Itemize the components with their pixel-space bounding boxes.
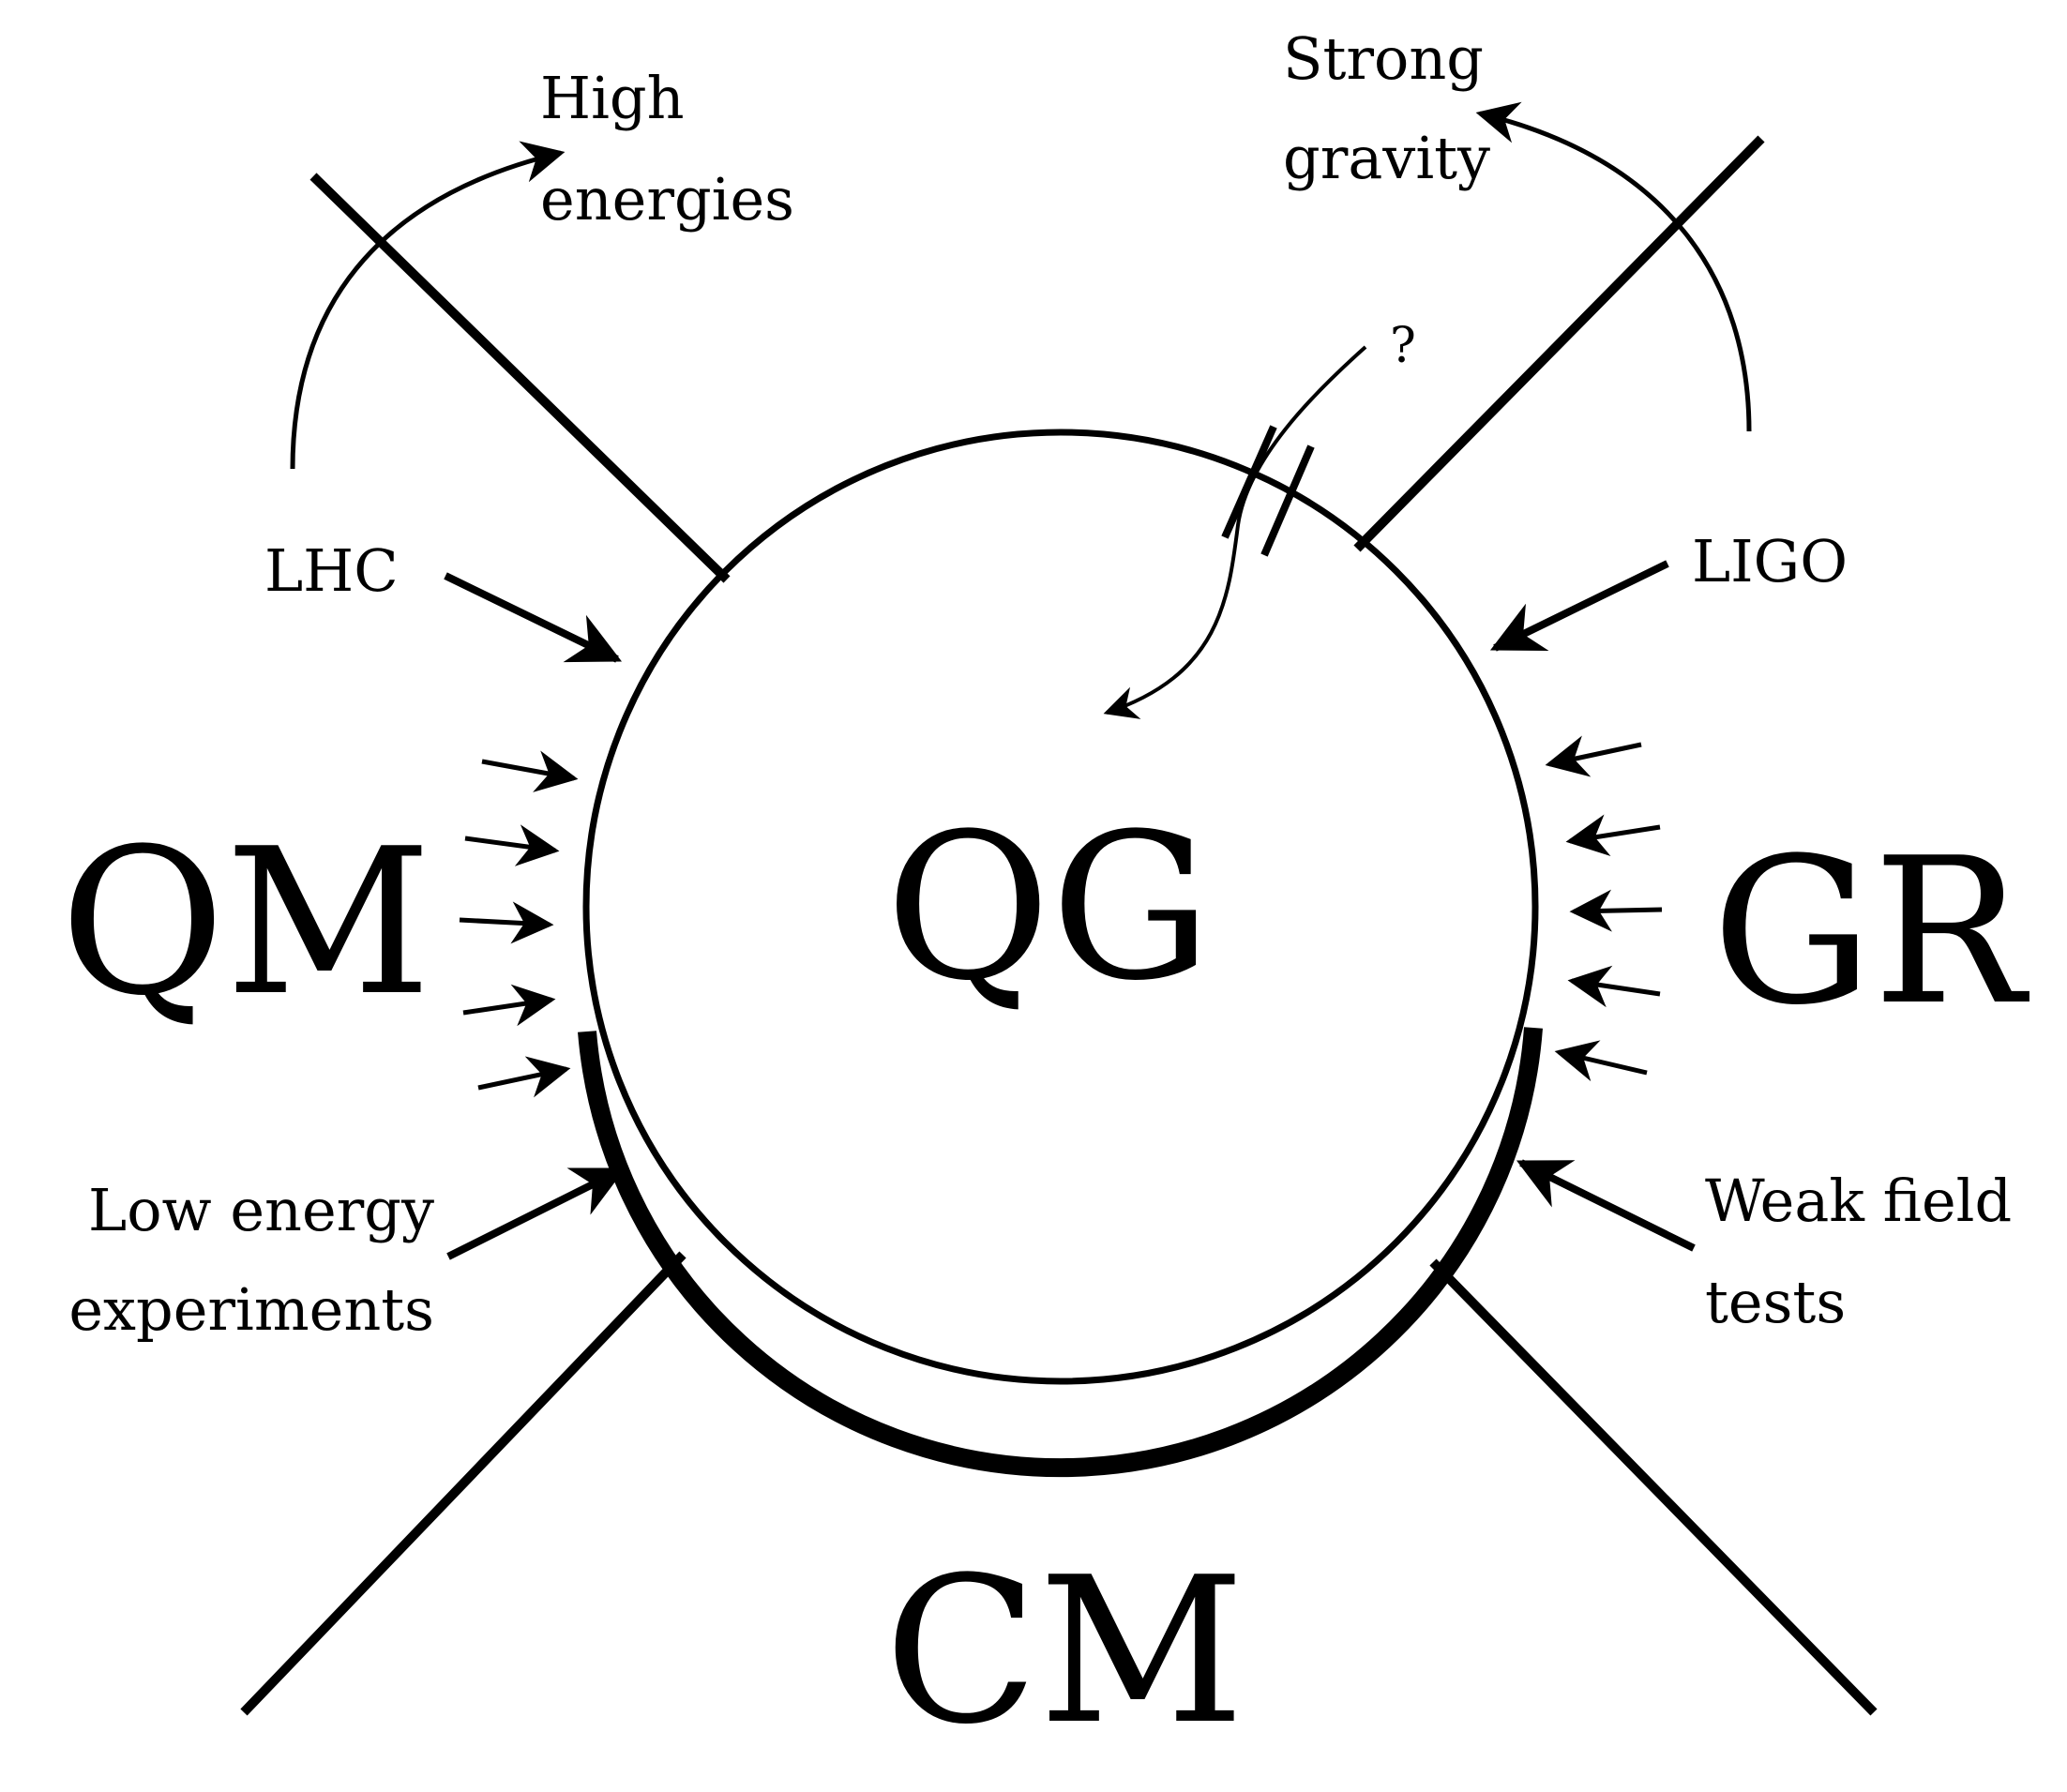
gr-small-arrow — [1545, 735, 1642, 777]
region-label-cm: CM — [884, 1533, 1245, 1769]
high-energies-label: High — [540, 64, 685, 132]
gr-small-arrow — [1565, 814, 1661, 856]
lhc-label: LHC — [264, 536, 399, 605]
center-label: QG — [885, 790, 1212, 1025]
gr-small-arrow — [1567, 965, 1661, 1008]
high-energies-label: energies — [540, 165, 794, 233]
weak-field-arrow — [1516, 1159, 1696, 1252]
question-mark: ? — [1390, 318, 1416, 374]
separator-line-top-left — [309, 173, 731, 583]
break-mark-1 — [1221, 425, 1277, 539]
strong-gravity-label: gravity — [1283, 124, 1490, 192]
region-label-gr: GR — [1712, 814, 2030, 1049]
qm-small-arrow — [477, 1056, 571, 1098]
separator-line-bottom-right — [1429, 1258, 1878, 1716]
break-mark-2 — [1260, 444, 1315, 557]
low-energy-arrow — [446, 1167, 626, 1260]
qm-small-arrow — [481, 750, 579, 792]
lhc-arrow — [444, 572, 623, 663]
weak-field-label: Weak field — [1705, 1167, 2012, 1235]
separator-line-bottom-left — [240, 1251, 686, 1716]
strong-gravity-label: Strong — [1283, 24, 1484, 93]
strong-gravity-arrow — [1475, 101, 1752, 432]
qm-small-arrow — [462, 984, 556, 1027]
constraint-boundary-arc — [578, 1027, 1543, 1478]
quantum-gravity-circle — [582, 429, 1539, 1385]
region-label-qm: QM — [60, 805, 431, 1040]
low-energy-label: Low energy — [88, 1176, 434, 1244]
gr-small-arrow — [1554, 1040, 1648, 1082]
gr-small-arrow — [1569, 889, 1663, 932]
low-energy-label: experiments — [68, 1275, 434, 1344]
speculative-arrow — [1103, 345, 1367, 719]
separator-line-top-right — [1353, 135, 1765, 552]
weak-field-label: tests — [1705, 1268, 1846, 1336]
ligo-label: LIGO — [1692, 527, 1848, 595]
qm-small-arrow — [464, 824, 560, 866]
qm-small-arrow — [459, 901, 554, 944]
high-energies-arrow — [290, 141, 566, 470]
ligo-arrow — [1489, 560, 1669, 652]
